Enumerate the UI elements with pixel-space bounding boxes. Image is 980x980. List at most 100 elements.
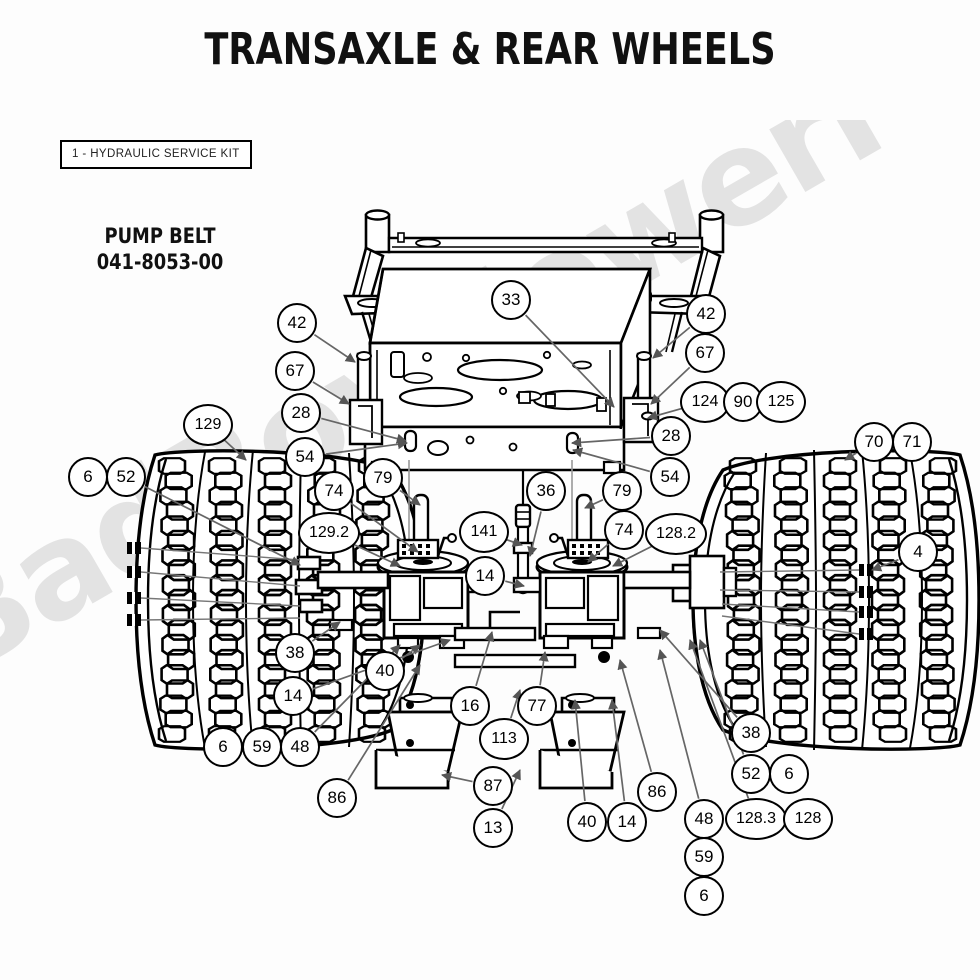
callout-balloon-129-2[interactable]: 129.2: [298, 512, 360, 554]
callout-balloon-74[interactable]: 74: [604, 510, 644, 550]
callout-balloon-67[interactable]: 67: [685, 333, 725, 373]
callout-balloon-14[interactable]: 14: [273, 676, 313, 716]
callout-number: 33: [501, 290, 521, 309]
leader-line-87: [441, 771, 473, 783]
callout-number: 59: [694, 847, 714, 866]
callout-number: 52: [741, 764, 761, 783]
callout-balloon-79[interactable]: 79: [363, 458, 403, 498]
leader-line-38: [311, 621, 341, 642]
callout-balloon-59[interactable]: 59: [242, 727, 282, 767]
callout-number: 48: [290, 737, 310, 756]
pump-belt-label: PUMP BELT: [104, 224, 216, 248]
callout-balloon-71[interactable]: 71: [892, 422, 932, 462]
callout-number: 87: [483, 776, 503, 795]
callout-balloon-38[interactable]: 38: [731, 713, 771, 753]
callout-number: 28: [291, 403, 311, 422]
callout-balloon-6[interactable]: 6: [684, 876, 724, 916]
hydraulic-service-kit-label: 1 - HYDRAULIC SERVICE KIT: [72, 148, 240, 160]
callout-balloon-38[interactable]: 38: [275, 633, 315, 673]
callout-balloon-124[interactable]: 124: [680, 381, 730, 423]
callout-balloon-141[interactable]: 141: [459, 511, 509, 553]
callout-balloon-48[interactable]: 48: [280, 727, 320, 767]
callout-balloon-48[interactable]: 48: [684, 799, 724, 839]
callout-number: 90: [733, 392, 753, 411]
callout-balloon-52[interactable]: 52: [106, 457, 146, 497]
callout-number: 125: [767, 393, 795, 410]
callout-balloon-4[interactable]: 4: [898, 532, 938, 572]
leader-line-4: [871, 558, 899, 572]
leader-line-79: [399, 489, 421, 506]
callout-number: 86: [327, 788, 347, 807]
callout-balloon-13[interactable]: 13: [473, 808, 513, 848]
leader-line-40: [570, 698, 586, 802]
callout-balloon-6[interactable]: 6: [203, 727, 243, 767]
callout-number: 28: [661, 426, 681, 445]
leader-line-42: [652, 326, 691, 359]
callout-balloon-125[interactable]: 125: [756, 381, 806, 423]
callout-balloon-129[interactable]: 129: [183, 404, 233, 446]
callout-number: 128.3: [735, 810, 777, 827]
leader-line-74: [587, 543, 609, 563]
leader-line-48: [657, 649, 700, 799]
callout-balloon-52[interactable]: 52: [731, 754, 771, 794]
callout-balloon-128-3[interactable]: 128.3: [725, 798, 787, 840]
callout-balloon-54[interactable]: 54: [650, 457, 690, 497]
callout-number: 52: [116, 467, 136, 486]
callout-number: 40: [577, 812, 597, 831]
callout-balloon-113[interactable]: 113: [479, 718, 529, 760]
callout-number: 6: [83, 467, 93, 486]
callout-balloon-86[interactable]: 86: [317, 778, 357, 818]
callout-balloon-28[interactable]: 28: [651, 416, 691, 456]
callout-balloon-74[interactable]: 74: [314, 471, 354, 511]
callout-number: 36: [536, 481, 556, 500]
callout-balloon-128-2[interactable]: 128.2: [645, 513, 707, 555]
leader-line-74: [350, 502, 419, 553]
callout-balloon-67[interactable]: 67: [275, 351, 315, 391]
callout-balloon-14[interactable]: 14: [607, 802, 647, 842]
callout-balloon-79[interactable]: 79: [602, 471, 642, 511]
callout-balloon-77[interactable]: 77: [517, 686, 557, 726]
callout-number: 70: [864, 432, 884, 451]
callout-number: 6: [699, 886, 709, 905]
callout-balloon-6[interactable]: 6: [68, 457, 108, 497]
callout-number: 79: [373, 468, 393, 487]
callout-balloon-87[interactable]: 87: [473, 766, 513, 806]
callout-balloon-128[interactable]: 128: [783, 798, 833, 840]
callout-number: 71: [902, 432, 922, 451]
leader-line-28: [570, 436, 651, 448]
callout-balloon-14[interactable]: 14: [465, 556, 505, 596]
callout-number: 14: [283, 686, 303, 705]
callout-number: 74: [614, 520, 634, 539]
callout-balloon-28[interactable]: 28: [281, 393, 321, 433]
callout-balloon-59[interactable]: 59: [684, 837, 724, 877]
leader-line-129: [223, 439, 247, 461]
callout-number: 54: [295, 447, 315, 466]
callout-number: 79: [612, 481, 632, 500]
callout-balloon-40[interactable]: 40: [365, 651, 405, 691]
callout-balloon-6[interactable]: 6: [769, 754, 809, 794]
callout-number: 129.2: [308, 524, 350, 541]
callout-number: 128.2: [655, 525, 697, 542]
callout-balloon-42[interactable]: 42: [686, 294, 726, 334]
callout-number: 38: [285, 643, 305, 662]
callout-balloon-16[interactable]: 16: [450, 686, 490, 726]
callout-number: 14: [475, 566, 495, 585]
right-transaxle: [512, 533, 692, 663]
callout-balloon-86[interactable]: 86: [637, 772, 677, 812]
leader-line-36: [527, 511, 542, 557]
leader-line-16: [475, 631, 495, 687]
callout-balloon-36[interactable]: 36: [526, 471, 566, 511]
callout-balloon-42[interactable]: 42: [277, 303, 317, 343]
callout-number: 67: [695, 343, 715, 362]
callout-balloon-40[interactable]: 40: [567, 802, 607, 842]
callout-number: 59: [252, 737, 272, 756]
leader-line-124: [647, 407, 685, 421]
callout-balloon-54[interactable]: 54: [285, 437, 325, 477]
callout-balloon-33[interactable]: 33: [491, 280, 531, 320]
callout-balloon-70[interactable]: 70: [854, 422, 894, 462]
callout-number: 74: [324, 481, 344, 500]
callout-number: 113: [491, 730, 517, 747]
pump-belt-note: PUMP BELT 041-8053-00: [60, 224, 260, 274]
left-lug-bolts: [127, 542, 301, 626]
